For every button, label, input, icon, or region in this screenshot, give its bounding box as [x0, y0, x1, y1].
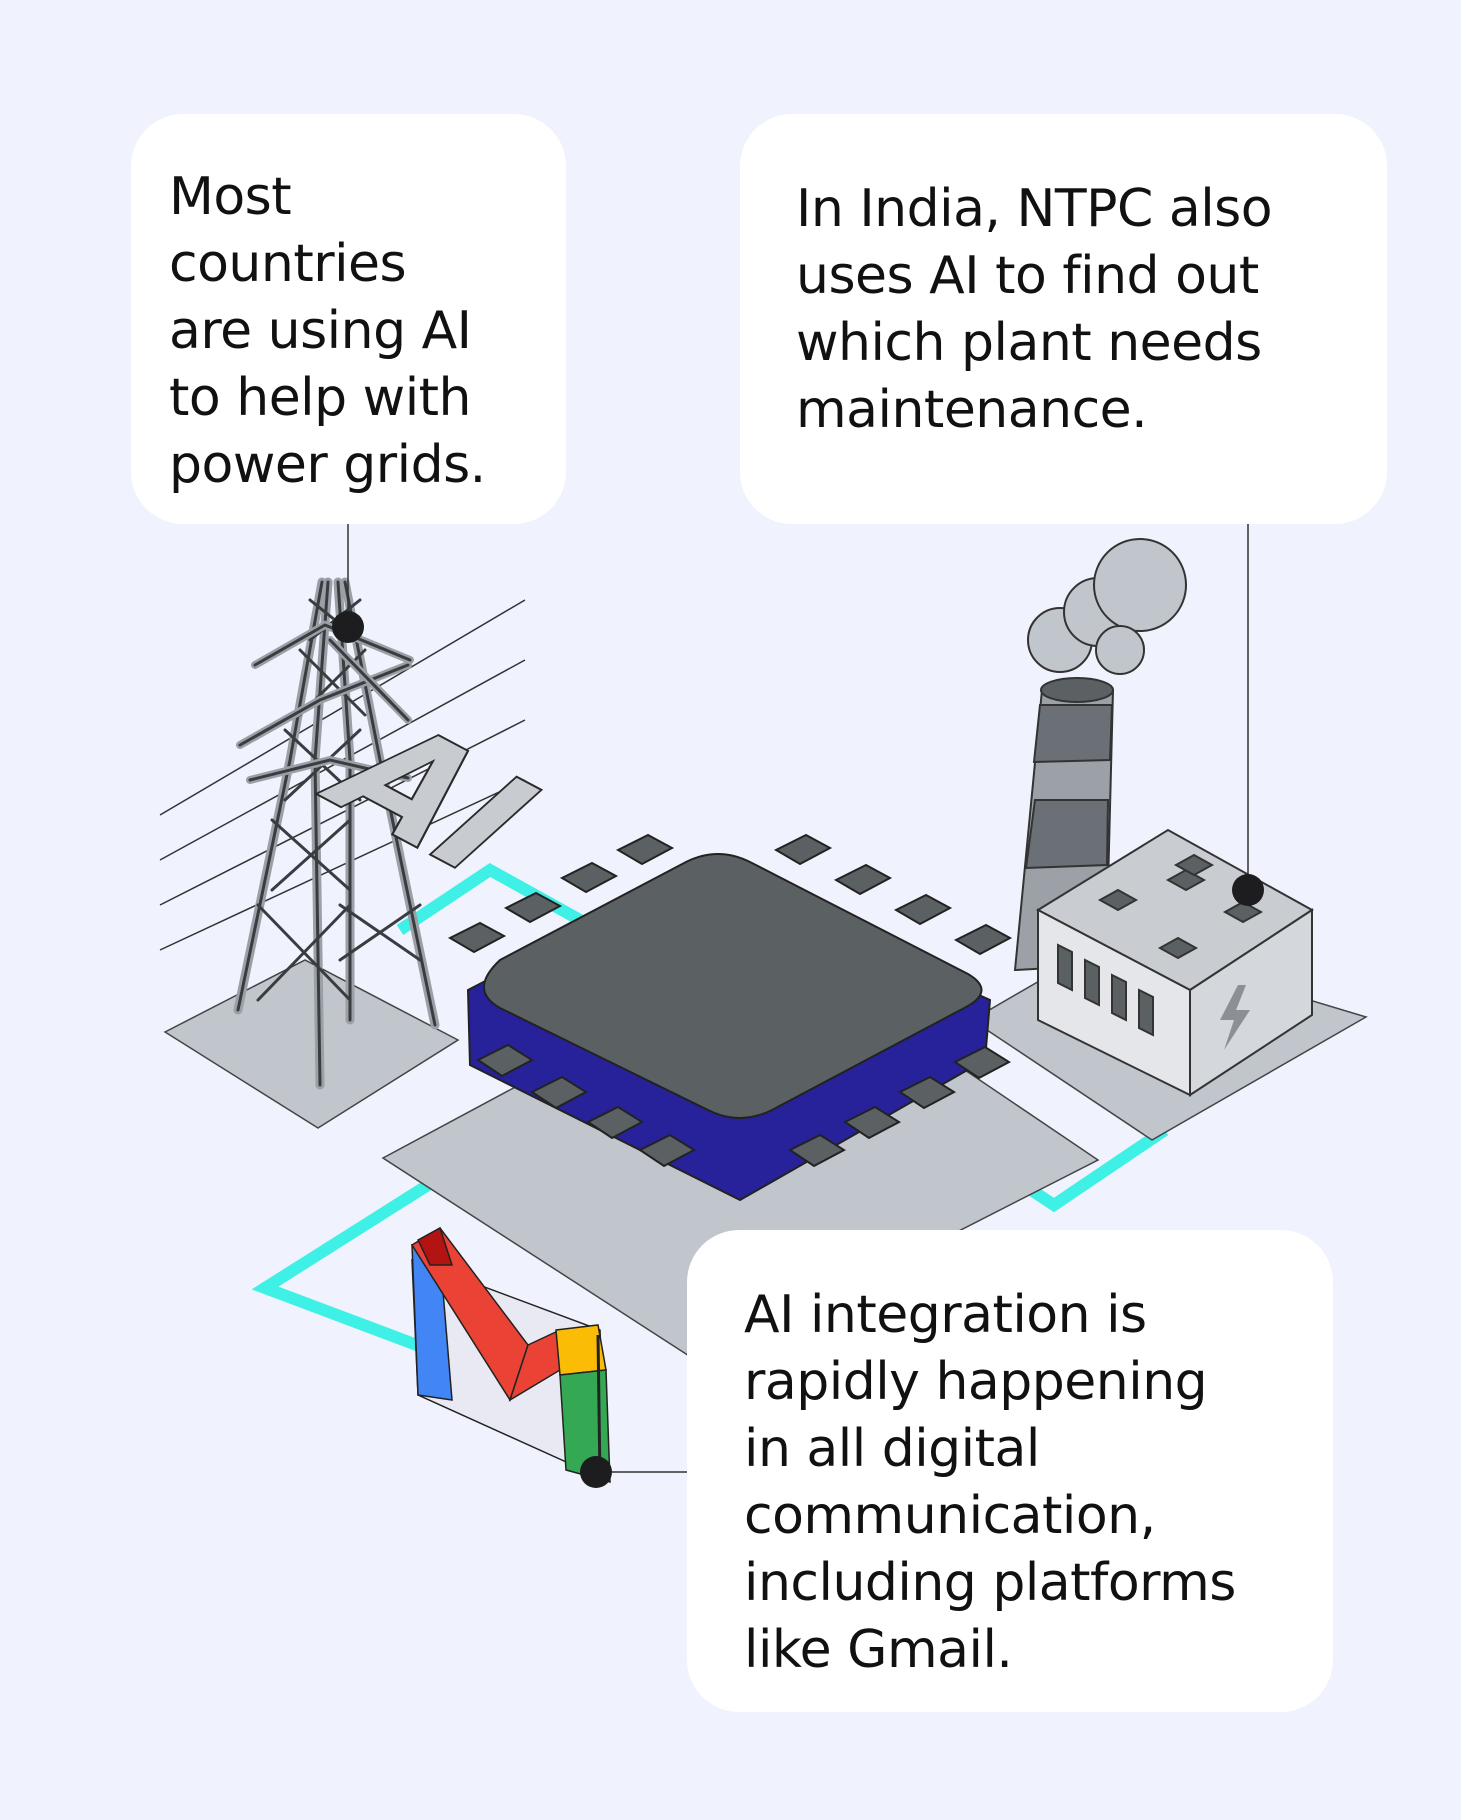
power-tower-icon [233, 577, 440, 1090]
chip-pins-front [476, 1043, 1011, 1168]
callout-ntpc-maintenance: In India, NTPC also uses AI to find out … [740, 114, 1387, 524]
connector-dot-grid [332, 611, 364, 643]
callout-power-grids: Most countries are using AI to help with… [131, 114, 566, 524]
roof-vents [1097, 853, 1264, 960]
chip-pins-back [447, 833, 1013, 956]
power-plant-icon [1013, 538, 1314, 1097]
chip-label: AI [287, 694, 577, 900]
plant-windows [1057, 943, 1154, 1037]
gmail-logo-icon [410, 1226, 611, 1483]
callout-gmail-integration: AI integration is rapidly happening in a… [687, 1230, 1333, 1712]
tower-platform [163, 959, 460, 1129]
smoke-cloud [1027, 538, 1187, 675]
connector-dot-ntpc [1232, 874, 1264, 906]
tower-crossarms [236, 620, 414, 784]
gmail-dark-red [417, 1226, 454, 1266]
plant-side-wall [1189, 908, 1313, 1097]
connector-dot-gmail [580, 1456, 612, 1488]
chip-top [483, 853, 983, 1119]
lightning-bolt-icon [1220, 985, 1250, 1050]
